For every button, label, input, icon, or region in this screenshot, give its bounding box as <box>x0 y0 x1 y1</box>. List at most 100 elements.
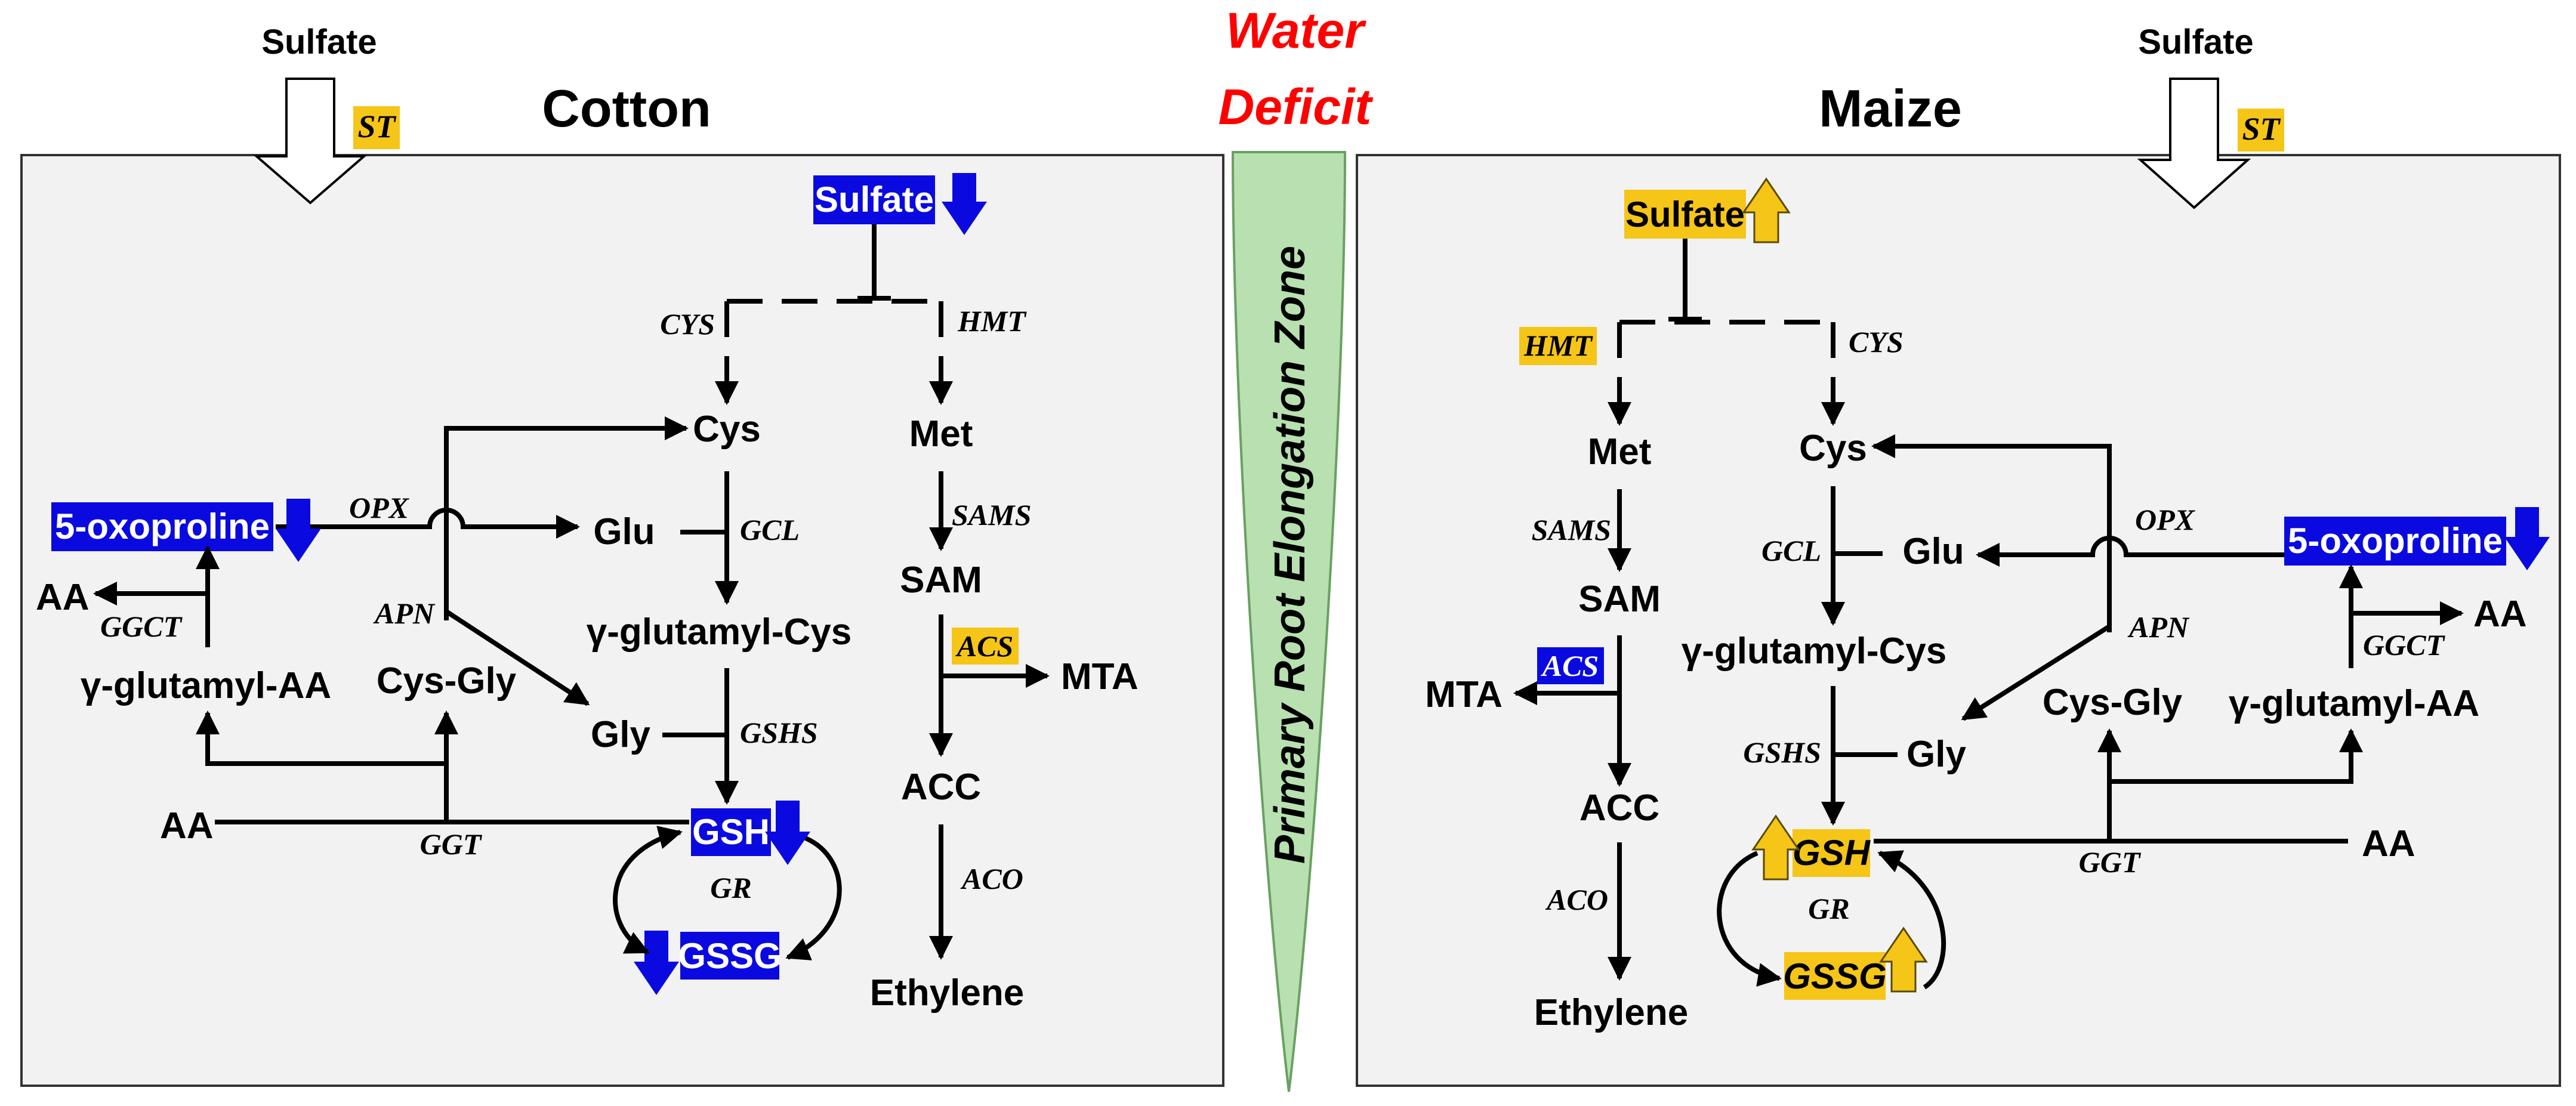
maize-gsh-up-arrow <box>1751 814 1800 881</box>
maize-gglu-aa-node: γ-glutamyl-AA <box>2229 683 2479 724</box>
cotton-gr-cycle-left <box>613 826 683 954</box>
maize-gglucys-node: γ-glutamyl-Cys <box>1682 631 1946 672</box>
maize-opx-to-glu <box>1976 536 2284 567</box>
maize-acc-node: ACC <box>1579 787 1659 829</box>
maize-panel <box>1356 154 2561 1087</box>
maize-hmt-box <box>1519 327 1597 365</box>
cotton-gssg-box <box>680 932 779 980</box>
cotton-sams-enzyme: SAMS <box>952 498 1031 532</box>
cotton-oxoproline-label: 5-oxoproline <box>55 506 270 546</box>
maize-gssg-box <box>1784 952 1886 1000</box>
cotton-cysgly-node: Cys-Gly <box>377 660 517 702</box>
maize-gssg-label: GSSG <box>1783 956 1886 996</box>
cotton-st-box <box>353 106 400 149</box>
cotton-apn-to-gly <box>445 609 590 706</box>
maize-gly-node: Gly <box>1906 734 1966 775</box>
cotton-cys-node: Cys <box>693 409 761 450</box>
water-label: Water <box>1226 2 1366 58</box>
maize-gsh-box <box>1793 829 1870 877</box>
cotton-ggt-branch <box>196 710 446 766</box>
cotton-gcl-enzyme: GCL <box>740 513 800 546</box>
maize-glu-node: Glu <box>1902 531 1964 572</box>
cotton-gssg-label: GSSG <box>678 936 781 976</box>
maize-oxoproline-down-arrow <box>2504 507 2550 570</box>
maize-sulfate-box <box>1624 190 1746 239</box>
maize-cys-enzyme: CYS <box>1849 325 1904 359</box>
cotton-ethylene-node: Ethylene <box>870 972 1024 1014</box>
maize-apn-enzyme: APN <box>2127 610 2190 644</box>
cotton-gr-cycle-right <box>785 836 842 960</box>
maize-met-node: Met <box>1588 431 1652 472</box>
maize-acs-enzyme: ACS <box>1541 649 1599 682</box>
maize-title: Maize <box>1819 79 1962 138</box>
maize-gr-cycle-right <box>1877 850 1946 990</box>
cotton-mta-node: MTA <box>1061 656 1139 697</box>
maize-gr-enzyme: GR <box>1808 892 1849 925</box>
maize-sulfate-input: Sulfate <box>2138 23 2253 61</box>
cotton-acs-box <box>952 628 1019 665</box>
cotton-sulfate-input: Sulfate <box>261 23 377 61</box>
cotton-aco-enzyme: ACO <box>960 862 1023 895</box>
cotton-aa-bottom-node: AA <box>160 805 214 847</box>
maize-gr-cycle-left <box>1717 851 1782 987</box>
cotton-met-node: Met <box>909 413 973 455</box>
maize-cys-node: Cys <box>1799 428 1867 469</box>
cotton-gsh-label: GSH <box>692 812 770 852</box>
root-elongation-zone <box>1231 151 1347 1092</box>
cotton-acs-enzyme: ACS <box>955 629 1014 663</box>
cotton-gglu-aa-node: γ-glutamyl-AA <box>81 665 331 706</box>
cotton-sam-node: SAM <box>900 560 982 601</box>
cotton-sulfate-label: Sulfate <box>815 180 934 220</box>
cotton-apn-enzyme: APN <box>373 597 436 630</box>
maize-gshs-enzyme: GSHS <box>1743 736 1821 769</box>
maize-st-box <box>2238 109 2284 152</box>
maize-opx-enzyme: OPX <box>2135 503 2196 536</box>
cotton-aa-left-node: AA <box>36 577 90 618</box>
maize-sulfate-up-arrow <box>1742 177 1791 243</box>
maize-sulfate-label: Sulfate <box>1625 194 1745 234</box>
maize-gssg-up-arrow <box>1879 926 1928 993</box>
cotton-sulfate-uptake-arrow <box>253 78 368 205</box>
cotton-opx-enzyme: OPX <box>349 491 410 524</box>
cotton-oxoproline-box <box>51 502 273 551</box>
cotton-cys-enzyme: CYS <box>660 307 715 341</box>
cotton-gr-enzyme: GR <box>710 871 751 904</box>
deficit-label: Deficit <box>1218 79 1374 135</box>
maize-cysgly-to-cys <box>1871 434 2112 632</box>
cotton-gshs-enzyme: GSHS <box>740 716 818 749</box>
cotton-gglucys-node: γ-glutamyl-Cys <box>587 611 852 653</box>
cotton-title: Cotton <box>542 79 711 138</box>
maize-st-label: ST <box>2242 111 2281 147</box>
zone-label: Primary Root Elongation Zone <box>1266 246 1314 864</box>
cotton-oxoproline-down-arrow <box>276 499 321 562</box>
maize-ethylene-node: Ethylene <box>1534 992 1688 1033</box>
cotton-cysgly-to-cys <box>444 416 689 620</box>
maize-sam-node: SAM <box>1578 579 1661 620</box>
cotton-ggct-enzyme: GGCT <box>100 610 183 643</box>
maize-aa-bottom-node: AA <box>2362 823 2415 864</box>
cotton-opx-to-glu <box>276 508 580 539</box>
maize-oxoproline-box <box>2284 517 2506 566</box>
cotton-sulfate-box <box>813 175 935 224</box>
cotton-gsh-box <box>691 808 771 856</box>
cotton-gly-node: Gly <box>591 714 650 755</box>
maize-aco-enzyme: ACO <box>1545 883 1608 916</box>
cotton-sulfate-down-arrow <box>942 173 987 235</box>
maize-gsh-label: GSH <box>1793 833 1871 873</box>
cotton-acc-node: ACC <box>901 767 981 808</box>
cotton-ggt-enzyme: GGT <box>420 827 483 861</box>
cotton-hmt-enzyme: HMT <box>957 304 1027 338</box>
cotton-glu-node: Glu <box>593 511 655 552</box>
maize-ggct-enzyme: GGCT <box>2363 628 2446 662</box>
cotton-st-label: ST <box>357 109 396 144</box>
maize-hmt-enzyme: HMT <box>1523 329 1593 362</box>
maize-oxoproline-label: 5-oxoproline <box>2288 521 2503 561</box>
maize-sulfate-uptake-arrow <box>2137 78 2251 209</box>
maize-ggt-branch <box>2109 728 2363 784</box>
maize-gcl-enzyme: GCL <box>1761 534 1821 567</box>
maize-acs-box <box>1537 647 1604 684</box>
cotton-gsh-down-arrow <box>765 801 810 865</box>
maize-sams-enzyme: SAMS <box>1532 513 1611 546</box>
maize-aa-right-node: AA <box>2473 594 2527 635</box>
